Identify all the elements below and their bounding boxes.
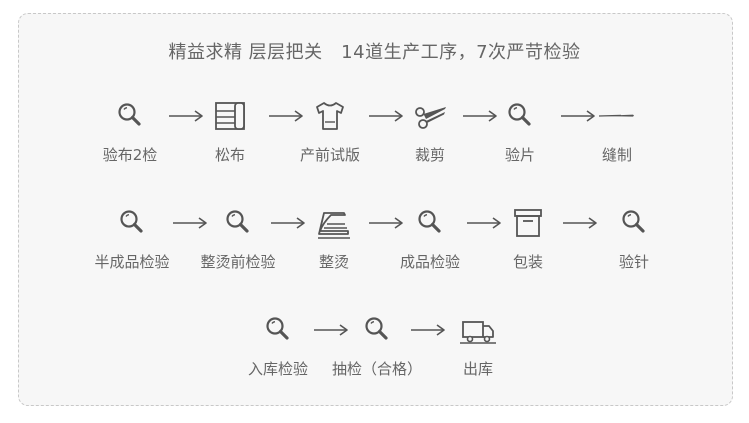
arrow-right-icon — [368, 216, 404, 230]
process-step-label: 验针 — [618, 253, 649, 271]
process-step-label: 产前试版 — [299, 146, 360, 164]
process-step: 产前试版 — [280, 98, 380, 178]
arrow-right-icon — [466, 216, 502, 230]
process-step: 出库 — [428, 312, 528, 392]
process-step-label: 包装 — [512, 253, 543, 271]
process-step: 入库检验 — [228, 312, 328, 392]
process-step-label: 裁剪 — [414, 146, 445, 164]
process-step-label: 半成品检验 — [94, 253, 170, 271]
process-step: 验布2检 — [80, 98, 180, 178]
magnifier-icon — [114, 205, 150, 241]
scissors-icon — [412, 98, 448, 134]
arrow-right-icon — [368, 109, 404, 123]
magnifier-icon — [112, 98, 148, 134]
process-step: 抽检（合格） — [327, 312, 427, 392]
arrow-right-icon — [268, 109, 304, 123]
process-step-label: 松布 — [214, 146, 245, 164]
process-step: 整烫前检验 — [188, 205, 288, 285]
process-step-label: 验片 — [504, 146, 535, 164]
needle-icon — [599, 98, 635, 134]
arrow-right-icon — [270, 216, 306, 230]
arrow-right-icon — [172, 216, 208, 230]
arrow-right-icon — [462, 109, 498, 123]
page-title: 精益求精 层层把关 14道生产工序，7次严苛检验 — [168, 42, 581, 63]
arrow-right-icon — [168, 109, 204, 123]
process-step: 整烫 — [284, 205, 384, 285]
magnifier-icon — [260, 312, 296, 348]
process-step-label: 出库 — [462, 360, 493, 378]
process-step-label: 抽检（合格） — [331, 360, 422, 378]
iron-icon — [316, 205, 352, 241]
process-step-label: 入库检验 — [247, 360, 308, 378]
process-step-label: 验布2检 — [102, 146, 158, 164]
process-step: 松布 — [180, 98, 280, 178]
process-step-label: 整烫 — [318, 253, 349, 271]
tshirt-icon — [312, 98, 348, 134]
process-step-label: 缝制 — [601, 146, 632, 164]
process-step-label: 整烫前检验 — [200, 253, 276, 271]
magnifier-icon — [616, 205, 652, 241]
process-step: 验片 — [470, 98, 570, 178]
magnifier-icon — [220, 205, 256, 241]
box-icon — [510, 205, 546, 241]
magnifier-icon — [502, 98, 538, 134]
arrow-right-icon — [410, 323, 446, 337]
process-step: 包装 — [478, 205, 578, 285]
process-step: 验针 — [584, 205, 684, 285]
process-step: 成品检验 — [380, 205, 480, 285]
arrow-right-icon — [313, 323, 349, 337]
magnifier-icon — [412, 205, 448, 241]
truck-icon — [460, 312, 496, 348]
fabric-roll-icon — [212, 98, 248, 134]
process-card — [18, 13, 733, 406]
arrow-right-icon — [562, 216, 598, 230]
magnifier-icon — [359, 312, 395, 348]
process-step: 裁剪 — [380, 98, 480, 178]
process-step: 缝制 — [567, 98, 667, 178]
arrow-right-icon — [560, 109, 596, 123]
process-step-label: 成品检验 — [399, 253, 460, 271]
process-step: 半成品检验 — [82, 205, 182, 285]
